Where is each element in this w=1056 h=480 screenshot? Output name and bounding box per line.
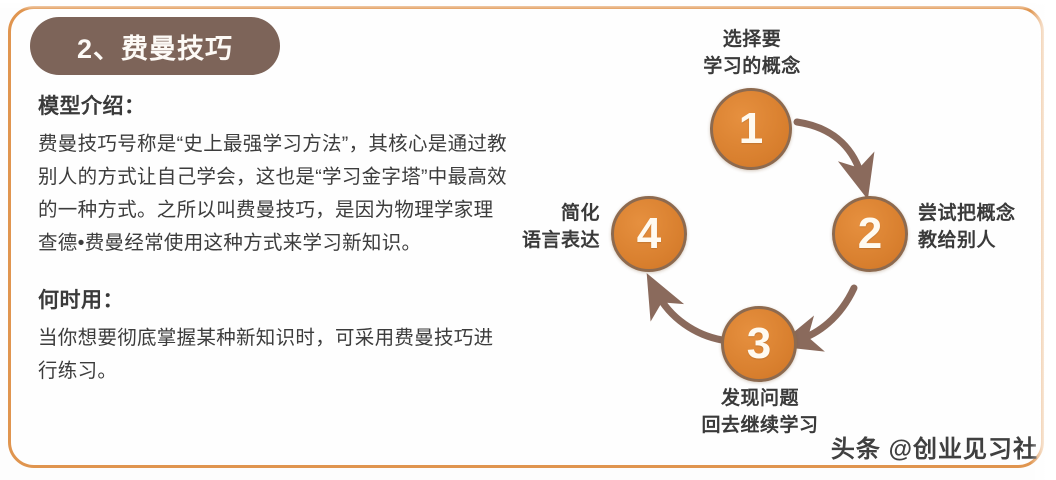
when-heading: 何时用： (38, 289, 124, 312)
cycle-node-1-number: 1 (738, 104, 764, 153)
arrow-3-to-4 (646, 273, 726, 344)
cycle-node-4-number: 4 (636, 209, 662, 258)
cycle-node-2-number: 2 (857, 209, 883, 258)
when-block: 何时用： 当你想要彻底掌握某种新知识时，可采用费曼技巧进行练习。 (38, 286, 508, 388)
top-edge-fade (0, 0, 1056, 10)
feynman-cycle-diagram: 1 选择要 学习的概念 2 尝试把概念 教给别人 3 发现问题 回去继续学习 4… (510, 0, 1056, 450)
intro-heading: 模型介绍： (38, 95, 146, 118)
cycle-node-1[interactable]: 1 (710, 88, 792, 170)
cycle-node-2[interactable]: 2 (832, 196, 908, 272)
cycle-node-3-label: 发现问题 回去继续学习 (701, 388, 819, 436)
when-body: 当你想要彻底掌握某种新知识时，可采用费曼技巧进行练习。 (38, 327, 494, 382)
cycle-node-4-label: 简化 语言表达 (521, 203, 600, 251)
watermark-text: 头条 @创业见习社 (830, 436, 1038, 463)
text-column: 模型介绍： 费曼技巧号称是“史上最强学习方法”，其核心是通过教别人的方式让自己学… (38, 92, 508, 388)
cycle-arrows (646, 118, 875, 352)
cycle-node-4[interactable]: 4 (611, 196, 687, 272)
section-title-badge: 2、费曼技巧 (30, 17, 280, 75)
intro-block: 模型介绍： 费曼技巧号称是“史上最强学习方法”，其核心是通过教别人的方式让自己学… (38, 92, 508, 260)
arrow-2-to-3 (776, 284, 858, 352)
cycle-node-1-label: 选择要 学习的概念 (703, 29, 801, 77)
arrow-1-to-2 (793, 118, 875, 200)
right-edge-fade (1030, 0, 1056, 480)
cycle-node-2-label: 尝试把概念 教给别人 (918, 203, 1016, 251)
intro-body: 费曼技巧号称是“史上最强学习方法”，其核心是通过教别人的方式让自己学会，这也是“… (38, 133, 507, 254)
cycle-node-3[interactable]: 3 (721, 306, 797, 382)
cycle-node-3-number: 3 (746, 319, 772, 368)
section-title-text: 2、费曼技巧 (76, 33, 234, 64)
